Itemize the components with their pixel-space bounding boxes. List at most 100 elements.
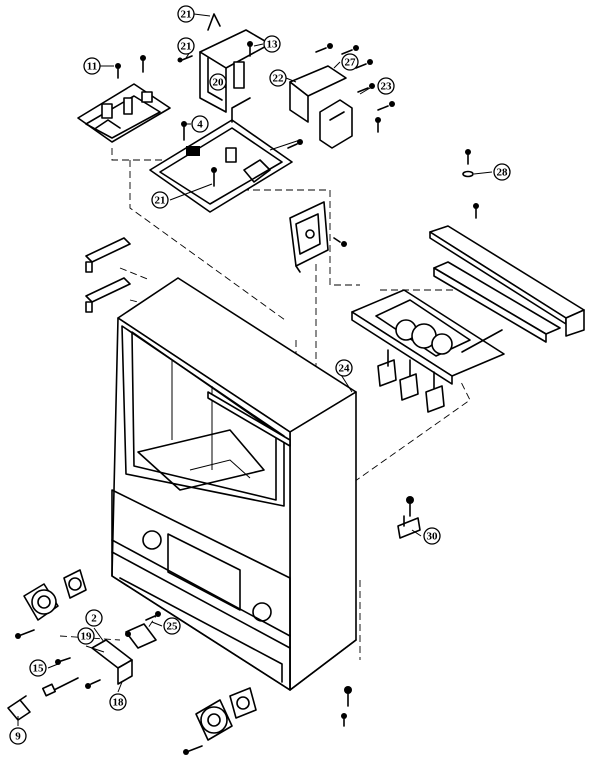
screw (465, 149, 471, 165)
screw (375, 117, 381, 133)
inner-rail (207, 391, 291, 447)
callout-21: 21 (177, 5, 195, 23)
callout-number: 19 (81, 631, 93, 643)
callout-number: 23 (381, 81, 393, 93)
callout-circle (269, 69, 287, 87)
screw (115, 63, 121, 79)
cabinet (111, 277, 357, 691)
callout-circle (29, 659, 47, 677)
callout-number: 30 (427, 531, 439, 543)
callout-18: 18 (109, 693, 127, 711)
knob-9 (7, 695, 31, 721)
callout-number: 27 (345, 57, 357, 69)
callout-circle (341, 53, 359, 71)
callout-25: 25 (163, 617, 181, 635)
callout-circle (191, 115, 209, 133)
bracket-right-top (289, 65, 353, 149)
callout-number: 21 (155, 195, 166, 207)
screw (181, 121, 187, 141)
callout-20: 20 (209, 73, 227, 91)
callout-number: 21 (181, 9, 192, 21)
screw (55, 657, 71, 665)
bracket-30 (397, 515, 421, 539)
screw (333, 237, 347, 247)
callout-number: 2 (91, 613, 97, 625)
callout-28: 28 (493, 163, 511, 181)
callout-number: 9 (15, 731, 21, 743)
callout-number: 25 (167, 621, 179, 633)
callout-circle (177, 5, 195, 23)
screw (140, 55, 146, 73)
screw (377, 101, 395, 111)
callout-circle (151, 191, 169, 209)
left-brackets (85, 237, 131, 313)
callout-circle (209, 73, 227, 91)
screw (85, 679, 101, 689)
screw (315, 43, 333, 53)
mirror-shelf (429, 225, 585, 343)
mounting-plate (289, 201, 329, 273)
speaker-grill-right (252, 602, 272, 622)
cabinet-side-face (289, 391, 357, 691)
callout-2: 2 (85, 609, 103, 627)
callout-24: 24 (335, 359, 353, 377)
callout-22: 22 (269, 69, 287, 87)
callout-23: 23 (377, 77, 395, 95)
speaker-left (23, 569, 87, 621)
callout-number: 24 (339, 363, 351, 375)
screw (344, 686, 352, 707)
control-bracket (41, 623, 157, 697)
screw (177, 55, 193, 63)
screw (287, 139, 303, 149)
callout-15: 15 (29, 659, 47, 677)
callout-circle (9, 727, 27, 745)
callout-number: 4 (197, 119, 203, 131)
callout-number: 28 (497, 167, 509, 179)
screw (125, 631, 131, 637)
washer (462, 170, 474, 178)
screw (473, 203, 479, 219)
callout-circle (163, 617, 181, 635)
callout-9: 9 (9, 727, 27, 745)
callout-circle (177, 37, 195, 55)
callout-21: 21 (151, 191, 169, 209)
callout-number: 21 (181, 41, 192, 53)
speaker-right (195, 687, 257, 741)
screw (145, 611, 161, 621)
callout-number: 13 (267, 39, 279, 51)
screw (15, 629, 35, 639)
callout-circle (263, 35, 281, 53)
speaker-grill-left (142, 530, 162, 550)
screw (355, 59, 373, 69)
callout-circle (335, 359, 353, 377)
callout-circle (423, 527, 441, 545)
control-panel-opening (167, 533, 241, 611)
callout-4: 4 (191, 115, 209, 133)
screw (341, 45, 359, 55)
callout-circle (493, 163, 511, 181)
callout-circle (77, 627, 95, 645)
callout-19: 19 (77, 627, 95, 645)
circuit-board-left (77, 83, 171, 143)
callout-circle (85, 609, 103, 627)
screw (183, 745, 203, 755)
callout-30: 30 (423, 527, 441, 545)
callout-number: 11 (87, 61, 97, 73)
callout-number: 22 (273, 73, 285, 85)
callout-number: 20 (213, 77, 225, 89)
screw (211, 167, 217, 187)
projection-tube-assembly (351, 289, 505, 413)
callout-11: 11 (83, 57, 101, 75)
callout-number: 15 (33, 663, 45, 675)
screw (247, 41, 253, 57)
circuit-board-center (149, 97, 301, 213)
callout-labels: 21 21 13 11 20 22 27 23 4 21 28 24 30 2 19 25 15 18 9 (9, 5, 511, 745)
screws (15, 41, 479, 755)
callout-circle (377, 77, 395, 95)
callout-27: 27 (341, 53, 359, 71)
inner-board (137, 429, 265, 491)
callout-13: 13 (263, 35, 281, 53)
callout-circle (83, 57, 101, 75)
callout-21: 21 (177, 37, 195, 55)
